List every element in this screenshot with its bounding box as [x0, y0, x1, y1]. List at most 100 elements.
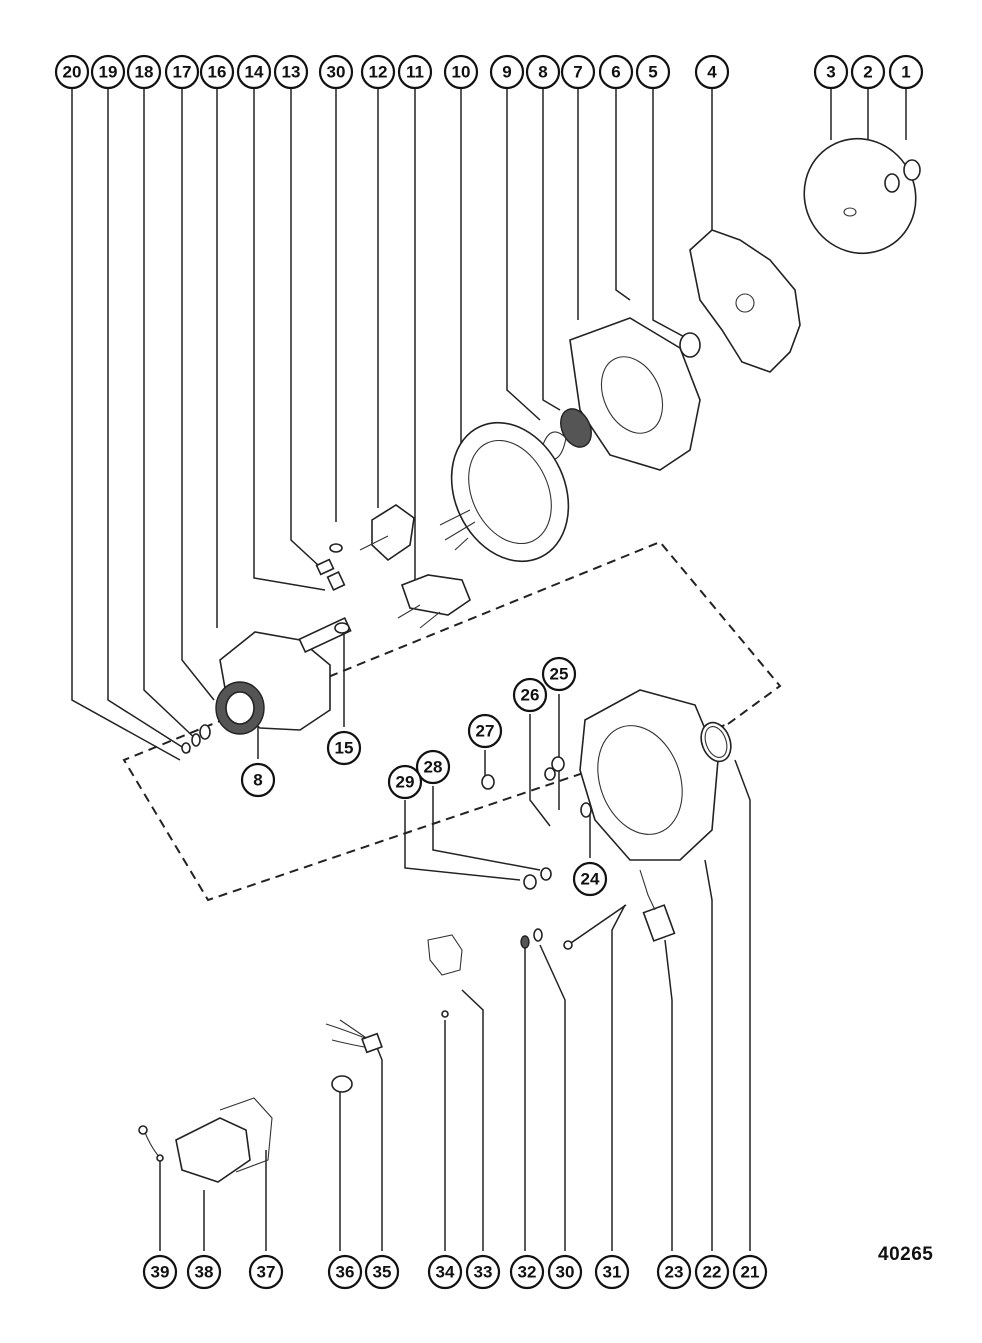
bearing — [560, 408, 592, 448]
callout-label: 30 — [327, 63, 346, 82]
callout: 11 — [397, 54, 433, 90]
callout: 28 — [415, 749, 451, 785]
callout-label: 34 — [436, 1263, 455, 1282]
nut-29 — [523, 874, 537, 890]
callout: 22 — [694, 1254, 730, 1290]
lock-washer — [884, 173, 900, 193]
callout: 25 — [541, 656, 577, 692]
callout-label: 28 — [424, 758, 443, 777]
washer-24 — [580, 802, 592, 818]
nut-32 — [520, 935, 530, 949]
grommet — [331, 1075, 353, 1093]
callout: 35 — [364, 1254, 400, 1290]
callout-label: 25 — [550, 665, 569, 684]
slip-ring-end-frame — [579, 689, 719, 861]
leader-lines — [71, 88, 907, 1251]
pulley-hub — [843, 207, 857, 217]
callout-label: 16 — [208, 63, 227, 82]
callouts: 20 19 18 17 16 14 13 30 12 11 10 9 8 7 6… — [54, 54, 924, 1290]
regulator-screw — [156, 1154, 164, 1162]
figure-number: 40265 — [878, 1244, 934, 1265]
callout-label: 8 — [253, 771, 262, 790]
washer-27 — [481, 774, 495, 790]
callout: 31 — [594, 1254, 630, 1290]
collar — [334, 622, 350, 634]
callout-label: 18 — [135, 63, 154, 82]
callout: 10 — [443, 54, 479, 90]
callout: 3 — [813, 54, 849, 90]
callout-label: 8 — [538, 63, 547, 82]
callout-label: 24 — [581, 870, 600, 889]
callout: 2 — [850, 54, 886, 90]
callout: 18 — [126, 54, 162, 90]
callout-label: 13 — [282, 63, 301, 82]
callout-label: 1 — [901, 63, 910, 82]
o-ring — [700, 721, 732, 763]
through-bolt — [567, 904, 627, 946]
callout: 39 — [142, 1254, 178, 1290]
callout-label: 11 — [406, 63, 424, 82]
regulator-lead — [138, 1125, 148, 1135]
callout: 26 — [512, 677, 548, 713]
callout: 5 — [635, 54, 671, 90]
callout: 8 — [525, 54, 561, 90]
callout: 6 — [598, 54, 634, 90]
washer-28 — [540, 867, 552, 881]
harness-plug — [361, 1032, 383, 1054]
callout: 33 — [465, 1254, 501, 1290]
callout-label: 5 — [648, 63, 657, 82]
callout-label: 27 — [476, 722, 495, 741]
callout-label: 14 — [245, 63, 264, 82]
washer-18 — [199, 724, 211, 740]
callout: 30 — [318, 54, 354, 90]
callout-label: 17 — [173, 63, 192, 82]
washer-26 — [544, 767, 556, 781]
fan-hole — [735, 293, 755, 313]
callout: 16 — [199, 54, 235, 90]
callout-label: 10 — [452, 63, 471, 82]
callout-label: 33 — [474, 1263, 493, 1282]
callout: 24 — [572, 861, 608, 897]
washer-19 — [191, 733, 201, 747]
callout-label: 31 — [603, 1263, 622, 1282]
callout: 9 — [489, 54, 525, 90]
brush-holder — [371, 504, 415, 562]
callout-label: 4 — [707, 63, 717, 82]
capacitor — [642, 904, 676, 942]
callout-label: 23 — [665, 1263, 684, 1282]
voltage-regulator — [175, 1117, 251, 1183]
callout: 32 — [509, 1254, 545, 1290]
callout-label: 30 — [556, 1263, 575, 1282]
callout-label: 21 — [741, 1263, 760, 1282]
pulley — [803, 137, 917, 255]
callout-label: 37 — [257, 1263, 276, 1282]
spacer-20 — [181, 742, 191, 754]
brush — [315, 558, 335, 576]
callout: 38 — [186, 1254, 222, 1290]
callout: 4 — [694, 54, 730, 90]
callout-label: 7 — [573, 63, 582, 82]
callout: 29 — [387, 764, 423, 800]
callout: 27 — [467, 713, 503, 749]
callout-label: 32 — [518, 1263, 537, 1282]
callout: 13 — [273, 54, 309, 90]
callout-label: 6 — [611, 63, 620, 82]
callout-label: 15 — [335, 739, 354, 758]
callout: 34 — [427, 1254, 463, 1290]
callout: 21 — [732, 1254, 768, 1290]
callout: 12 — [360, 54, 396, 90]
assembly-dashed-outline — [122, 540, 782, 902]
callout-label: 3 — [826, 63, 835, 82]
spacer — [679, 332, 701, 358]
callout: 20 — [54, 54, 90, 90]
callout: 37 — [248, 1254, 284, 1290]
callout-label: 22 — [703, 1263, 722, 1282]
brush-spring — [326, 571, 346, 591]
callout: 1 — [888, 54, 924, 90]
callout-label: 29 — [396, 773, 415, 792]
callout-label: 20 — [63, 63, 82, 82]
terminal-screw — [441, 1010, 449, 1018]
callout-label: 38 — [195, 1263, 214, 1282]
parts-artwork — [138, 137, 921, 1183]
